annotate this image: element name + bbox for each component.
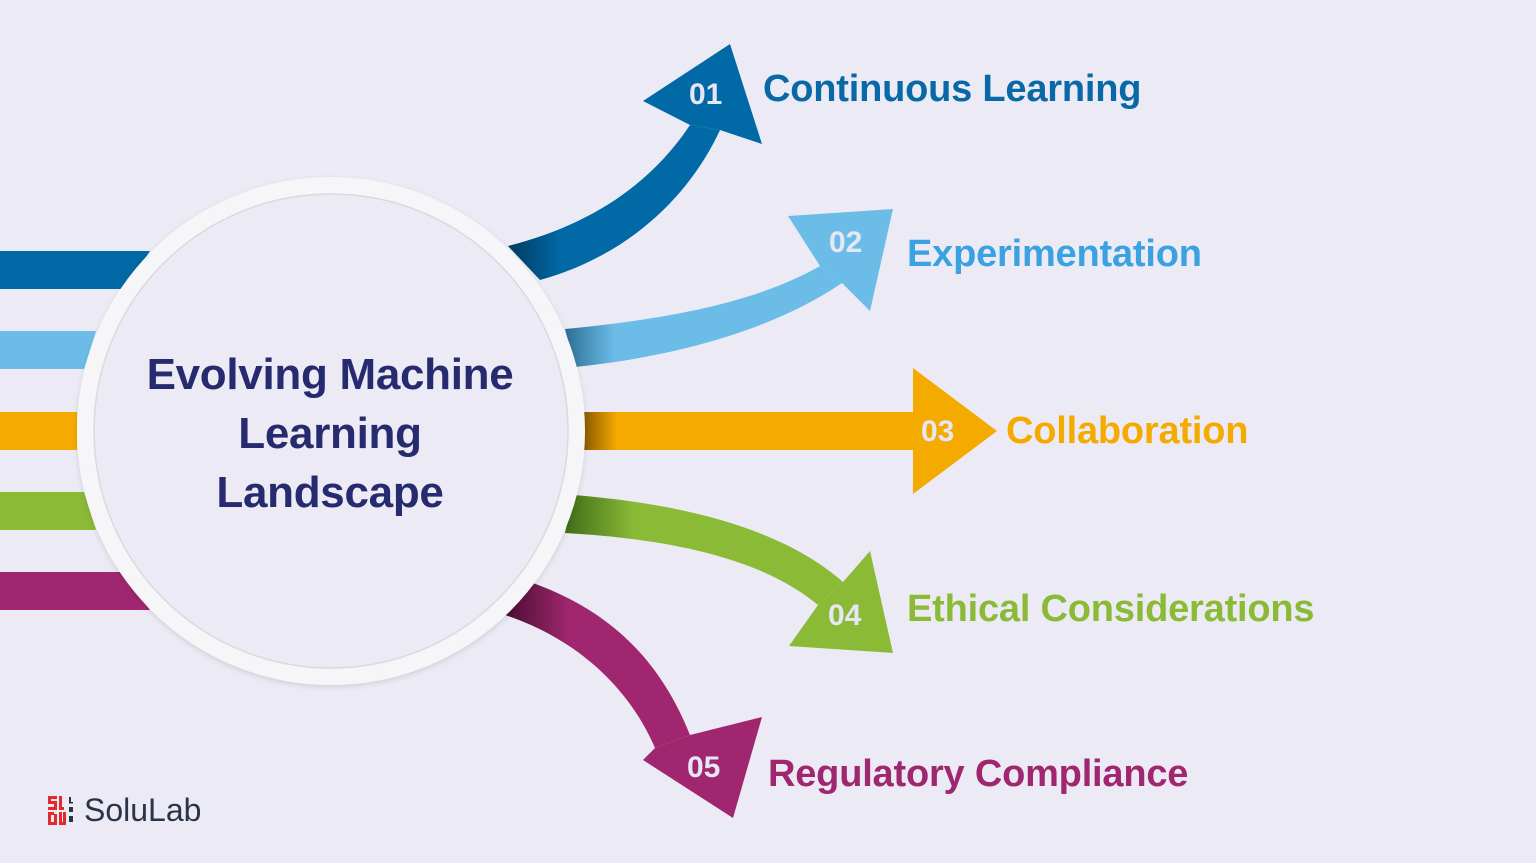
arrow-04-head	[789, 551, 893, 653]
arrow-05	[505, 582, 762, 818]
arrow-02	[565, 209, 893, 367]
arrow-02-shaft	[565, 266, 842, 367]
item-02-label: Experimentation	[907, 233, 1202, 275]
stub-01	[0, 251, 150, 289]
stub-03	[0, 412, 77, 450]
solulab-logo: SoluLab	[48, 792, 201, 829]
center-circle	[77, 177, 585, 685]
item-03-label: Collaboration	[1006, 410, 1249, 452]
item-01-number: 01	[689, 78, 723, 111]
arrow-02-head	[788, 209, 893, 311]
center-face	[93, 193, 569, 669]
arrow-03-head	[913, 368, 997, 494]
brand-name: SoluLab	[84, 792, 202, 828]
arrow-03	[584, 368, 997, 494]
arrow-01-head	[643, 44, 762, 144]
arrow-03-shaft	[584, 412, 914, 450]
item-04-number: 04	[828, 599, 862, 632]
item-04-label: Ethical Considerations	[907, 588, 1315, 630]
item-03-number: 03	[921, 415, 955, 448]
item-02-number: 02	[829, 226, 863, 259]
arrow-04-shaft	[565, 495, 843, 605]
arrow-01	[508, 44, 762, 280]
center-title-line-2: Learning	[238, 409, 422, 458]
arrow-01-shaft	[508, 125, 720, 280]
item-05-label: Regulatory Compliance	[768, 753, 1189, 795]
arrow-04	[565, 495, 893, 653]
left-stubs	[0, 251, 150, 610]
center-title: Evolving Machine Learning Landscape	[100, 345, 560, 522]
stub-04	[0, 492, 96, 530]
arrow-05-shaft	[505, 582, 690, 748]
center-title-line-1: Evolving Machine	[146, 350, 514, 399]
solulab-mark-icon	[48, 795, 73, 825]
item-05-number: 05	[687, 751, 721, 784]
arrow-05-head	[643, 717, 762, 818]
item-01-label: Continuous Learning	[763, 68, 1142, 110]
stub-05	[0, 572, 150, 610]
stub-02	[0, 331, 96, 369]
center-title-line-3: Landscape	[216, 468, 444, 517]
